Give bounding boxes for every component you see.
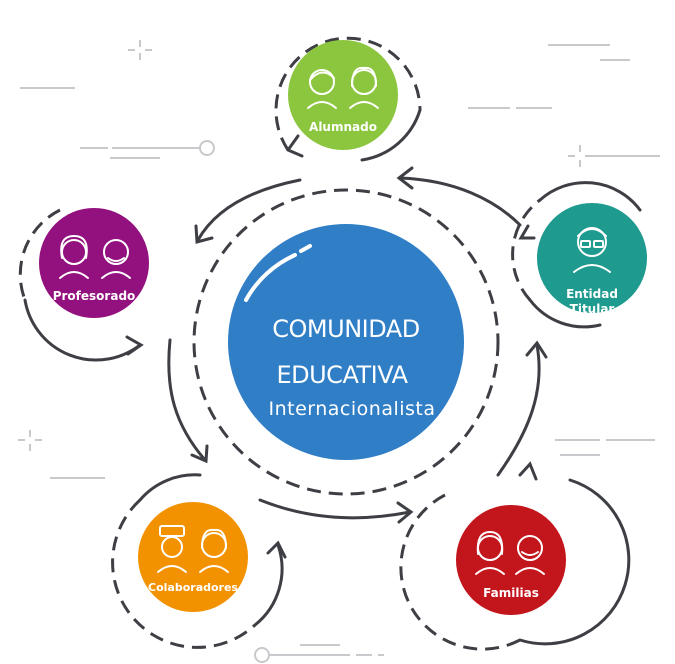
alumnado-orbit-tail: [360, 108, 422, 162]
arrow-colaboradores-to-familias: [258, 498, 412, 520]
family-pair-icon: [475, 531, 545, 575]
center-title-line1: COMUNIDAD: [272, 315, 419, 343]
center-subtitle: Internacionalista: [268, 398, 435, 420]
entidad-orbit: [511, 198, 541, 302]
colaboradores-label: Colaboradores: [148, 581, 238, 594]
node-profesorado[interactable]: Profesorado: [18, 208, 149, 362]
alumnado-orbit: [274, 36, 422, 151]
entidad-orbit-bottom: [528, 298, 602, 329]
center-highlight-arc: [244, 253, 297, 302]
arrowhead-alumnado: [396, 166, 414, 190]
colaboradores-orbit-top: [138, 473, 202, 502]
node-familias[interactable]: Familias: [399, 461, 631, 651]
colaboradores-orbit-solid: [253, 543, 284, 627]
arrow-entidad-to-alumnado: [398, 176, 522, 227]
cycle-arrows: [167, 166, 548, 524]
arrow-alumnado-to-profesorado: [196, 178, 302, 242]
center-circle-group: COMUNIDAD EDUCATIVA Internacionalista: [228, 224, 464, 460]
collaborator-pair-icon: [157, 525, 229, 573]
entidad-label-line1: Entidad: [566, 287, 618, 301]
center-dashed-ring: [192, 188, 500, 496]
arrow-familias-to-entidad: [496, 343, 541, 477]
arrowhead-colaboradores: [190, 444, 209, 464]
profesorado-orbit-solid: [23, 298, 142, 362]
profesorado-circle: [39, 208, 149, 318]
node-alumnado[interactable]: Alumnado: [274, 36, 422, 162]
background-decorations: [18, 40, 660, 663]
node-colaboradores[interactable]: Colaboradores: [111, 473, 287, 649]
profesorado-label: Profesorado: [53, 289, 136, 303]
colaboradores-orbit: [111, 498, 257, 649]
familias-orbit-solid: [518, 478, 631, 646]
entidad-orbit-solid: [538, 181, 642, 212]
alumnado-circle: [288, 40, 398, 150]
entidad-label-line2: Titular: [570, 302, 615, 316]
profesorado-arrowhead: [125, 335, 144, 356]
familias-arrowhead: [518, 461, 538, 481]
alumnado-orbit-start: [286, 134, 304, 158]
arrow-profesorado-to-colaboradores: [167, 338, 207, 462]
familias-label: Familias: [483, 586, 539, 600]
center-circle: [228, 224, 464, 460]
arrowhead-entidad: [525, 340, 548, 359]
entidad-circle: [537, 203, 647, 313]
node-entidad-titular[interactable]: Entidad Titular: [511, 181, 647, 329]
colaboradores-arrowhead: [266, 540, 287, 559]
arrowhead-profesorado: [194, 224, 214, 244]
center-highlight-dash: [299, 244, 312, 253]
profesorado-orbit: [18, 208, 61, 301]
entidad-arrowhead: [518, 224, 536, 240]
alumnado-label: Alumnado: [309, 120, 377, 134]
person-with-glasses-icon: [573, 227, 611, 273]
arrowhead-familias: [396, 501, 414, 524]
teacher-pair-icon: [59, 235, 131, 279]
colaboradores-circle: [138, 502, 248, 612]
center-title-line2: EDUCATIVA: [276, 361, 408, 389]
student-pair-icon: [307, 66, 379, 109]
